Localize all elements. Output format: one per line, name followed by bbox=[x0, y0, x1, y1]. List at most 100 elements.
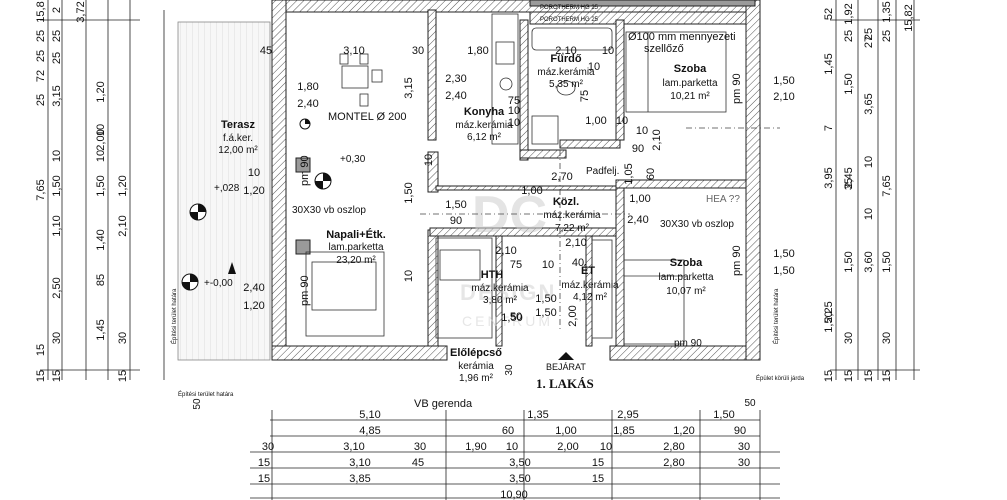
porotherm-label-1: POROTHERM HG 25 bbox=[540, 5, 599, 11]
dimension-label: 25 bbox=[35, 50, 47, 62]
dimension-label: 10 bbox=[863, 156, 875, 168]
dimension-label: 52 bbox=[823, 8, 835, 20]
svg-text:DC: DC bbox=[472, 186, 547, 244]
room-area: 12,00 m² bbox=[218, 145, 258, 156]
dimension-label: 2,00 bbox=[95, 129, 107, 150]
dimension-label: 30 bbox=[51, 332, 63, 344]
dimension-label: 15 bbox=[843, 370, 855, 382]
dimension-label: 15 bbox=[823, 370, 835, 382]
room-name: Terasz bbox=[221, 119, 256, 131]
boundary-label: Építési terület határa bbox=[773, 288, 780, 344]
padfelj-note: Padfelj. bbox=[586, 166, 619, 177]
dimension-label: 75 bbox=[508, 95, 520, 107]
dimension-label: 10 bbox=[636, 125, 648, 137]
dimension-label: 15 bbox=[117, 370, 129, 382]
dimension-label: 2,00 bbox=[567, 305, 579, 326]
dimension-label: 30 bbox=[504, 364, 515, 376]
dimension-label: 7,65 bbox=[881, 175, 893, 196]
dimension-label: 1,50 bbox=[843, 251, 855, 272]
room-area: 23,20 m² bbox=[336, 255, 376, 266]
dimension-label: 90 bbox=[450, 215, 462, 227]
dimension-label: 1,50 bbox=[403, 182, 415, 203]
dimension-label: 1,50 bbox=[773, 248, 794, 260]
dimension-label: 1,85 bbox=[613, 425, 634, 437]
apartment-label: 1. LAKÁS bbox=[536, 376, 594, 391]
bejarat-label: BEJÁRAT bbox=[546, 362, 586, 372]
room-area: 3,80 m² bbox=[483, 295, 518, 306]
porotherm-label-2: POROTHERM HG 25 bbox=[540, 17, 599, 23]
ventilation-note-1: Ø100 mm mennyezeti bbox=[628, 31, 736, 43]
dimension-label: 75 bbox=[510, 259, 522, 271]
dimension-label: 1,50 bbox=[881, 251, 893, 272]
dimension-label: 15 bbox=[592, 473, 604, 485]
dimension-label: 7 bbox=[823, 125, 835, 131]
room-floor: máz.kerámia bbox=[561, 280, 619, 291]
room-floor: lam.parketta bbox=[328, 242, 383, 253]
dimension-label: 1,50 bbox=[95, 175, 107, 196]
dimension-label: 60 bbox=[645, 168, 657, 180]
dimension-label: 3,85 bbox=[349, 473, 370, 485]
dining-set bbox=[339, 53, 383, 107]
dimension-label: 60 bbox=[502, 425, 514, 437]
dimension-label: 72 bbox=[35, 70, 47, 82]
dimension-label: 10 bbox=[95, 124, 107, 136]
dimension-label: 25 bbox=[843, 30, 855, 42]
outer-walls bbox=[271, 0, 761, 361]
pm90-label: pm 90 bbox=[731, 245, 743, 276]
room-name: Konyha bbox=[464, 106, 505, 118]
vb-gerenda-note: VB gerenda bbox=[414, 398, 473, 410]
room-area: 7,22 m² bbox=[555, 223, 590, 234]
dimension-label: 2,40 bbox=[297, 98, 318, 110]
dimension-label: 5,10 bbox=[359, 409, 380, 421]
dimension-label: 3,65 bbox=[863, 93, 875, 114]
dimension-label: 3,15 bbox=[51, 85, 63, 106]
montel-note: MONTEL Ø 200 bbox=[328, 111, 406, 123]
dimension-label: 3,60 bbox=[863, 251, 875, 272]
dimension-label: 2,40 bbox=[445, 90, 466, 102]
dimension-label: 2,25 bbox=[823, 301, 835, 322]
dimension-label: 10 bbox=[863, 208, 875, 220]
dimension-label: 1,80 bbox=[467, 45, 488, 57]
room-napali: Napali+Étk. lam.parketta 23,20 m² bbox=[326, 228, 386, 266]
dimension-label: 30 bbox=[738, 441, 750, 453]
room-floor: f.á.ker. bbox=[223, 133, 253, 144]
level-label-3: +-0,00 bbox=[204, 278, 233, 289]
sofa bbox=[305, 251, 385, 337]
dimension-label: 1,45 bbox=[823, 53, 835, 74]
dimension-label: 2,30 bbox=[445, 73, 466, 85]
room-area: 10,21 m² bbox=[670, 91, 710, 102]
dimension-label: 1,92 bbox=[843, 3, 855, 24]
dimension-label: 10 bbox=[508, 117, 520, 129]
dimension-label: 1,50 bbox=[843, 73, 855, 94]
room-area: 6,12 m² bbox=[467, 132, 502, 143]
level-marker-1 bbox=[314, 172, 332, 190]
dimension-label: 1,50 bbox=[445, 199, 466, 211]
dimension-label: 1,20 bbox=[117, 175, 129, 196]
dimension-label: 15 bbox=[592, 457, 604, 469]
dimension-label: 3,50 bbox=[509, 457, 530, 469]
level-marker-3 bbox=[181, 273, 199, 291]
dimension-label: 45 bbox=[260, 45, 272, 57]
chimney-symbol bbox=[299, 118, 311, 130]
dimension-label: 30 bbox=[412, 45, 424, 57]
room-name: Napali+Étk. bbox=[326, 228, 386, 241]
room-furdo: Fürdő máz.kerámia 5,35 m² bbox=[537, 53, 595, 90]
dimension-label: 75 bbox=[579, 90, 591, 102]
dimension-label: 2,70 bbox=[551, 171, 572, 183]
dimension-label: 2,95 bbox=[617, 409, 638, 421]
dimension-label: 10 bbox=[602, 45, 614, 57]
room-eloleptso: Előlépcső kerámia 1,96 m² bbox=[450, 347, 502, 384]
room-floor: máz.kerámia bbox=[455, 120, 513, 131]
room-kozl: Közl. máz.kerámia 7,22 m² bbox=[543, 196, 601, 234]
dimension-label: 1,20 bbox=[95, 81, 107, 102]
dimension-label: 1,20 bbox=[243, 185, 264, 197]
room-name: Fürdő bbox=[550, 53, 581, 65]
dimension-label: 2,80 bbox=[663, 441, 684, 453]
pm90-label: pm 90 bbox=[674, 338, 702, 349]
north-arrow-icon bbox=[228, 262, 236, 274]
dimension-label: 25 bbox=[881, 30, 893, 42]
dimension-label: 1,50 bbox=[823, 311, 835, 332]
bath-fixtures bbox=[531, 27, 613, 145]
ventilation-note-2: szellőző bbox=[644, 43, 684, 55]
